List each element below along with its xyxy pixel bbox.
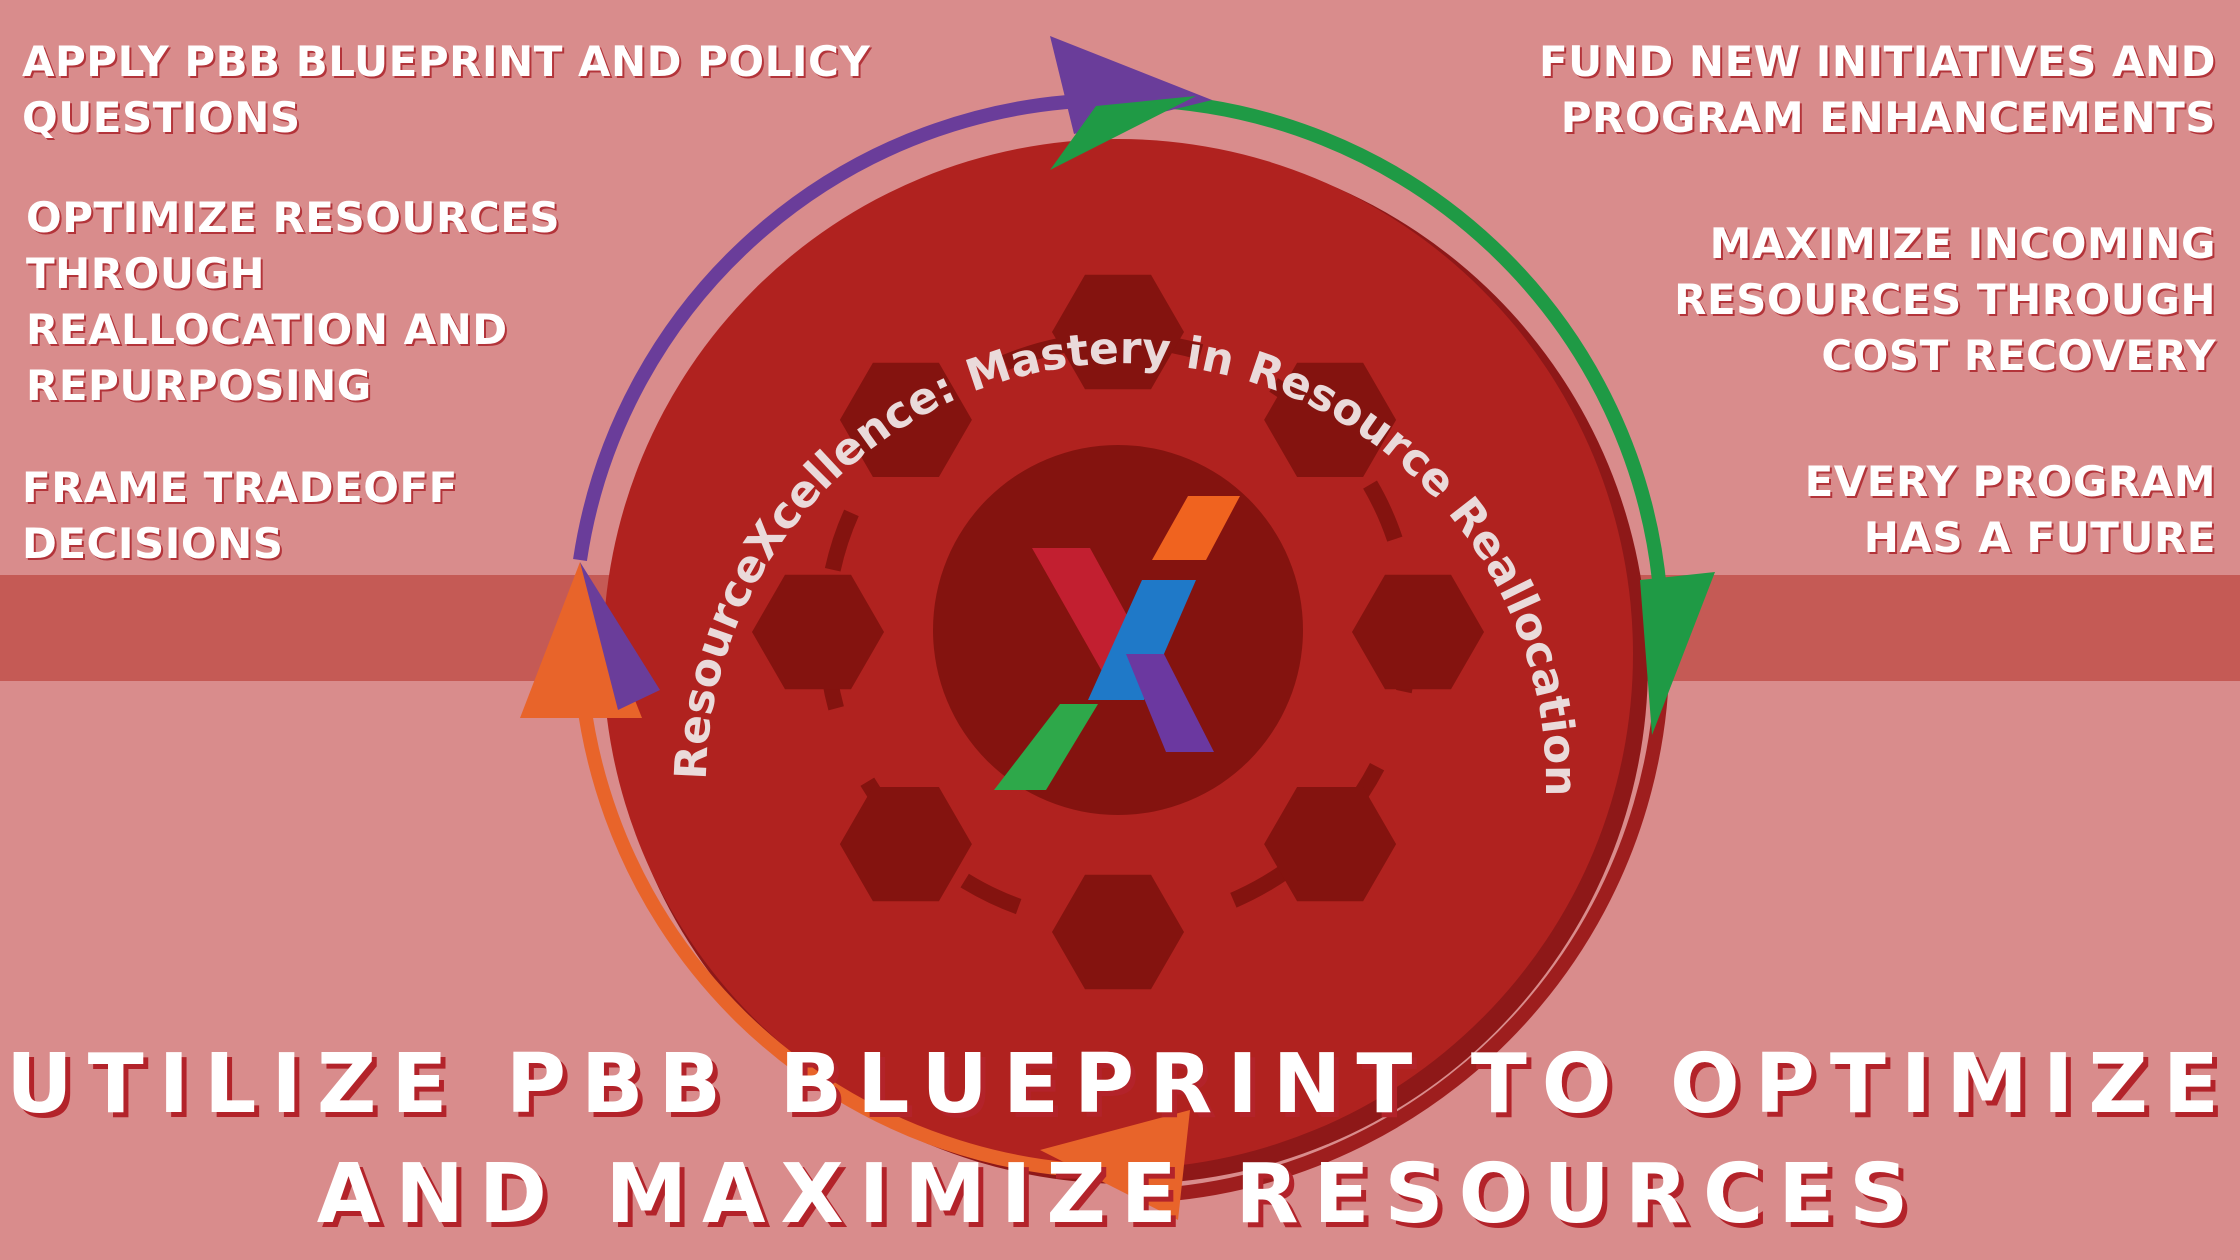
hexagon-icon <box>1052 274 1184 390</box>
purple-arrowhead <box>1050 36 1212 134</box>
note-optimize-resources: OPTIMIZE RESOURCES THROUGH REALLOCATION … <box>26 193 561 410</box>
orange-arrowhead-bottom <box>1040 1110 1190 1220</box>
note-frame-tradeoff: FRAME TRADEOFF DECISIONS <box>22 463 458 568</box>
hexagon-icon <box>839 787 972 902</box>
note-every-program: EVERY PROGRAM HAS A FUTURE <box>1804 457 2216 562</box>
note-fund-new-initiatives: FUND NEW INITIATIVES AND PROGRAM ENHANCE… <box>1538 37 2216 142</box>
note-maximize-incoming: MAXIMIZE INCOMING RESOURCES THROUGH COST… <box>1674 219 2216 380</box>
green-arrowhead-right <box>1640 572 1715 735</box>
note-apply-pbb-blueprint: APPLY PBB BLUEPRINT AND POLICY QUESTIONS <box>22 37 871 142</box>
x-logo-icon <box>994 496 1240 790</box>
hexagon-icon <box>1052 874 1184 990</box>
green-arrowhead-top <box>1050 96 1196 170</box>
orange-arc <box>572 599 1161 1179</box>
hexagon-icon <box>1264 787 1397 902</box>
hexagon-icon <box>1352 574 1484 690</box>
hexagon-icon <box>752 574 884 690</box>
headline: UTILIZE PBB BLUEPRINT TO OPTIMIZE AND MA… <box>6 1037 2234 1242</box>
hexagon-icon <box>1264 362 1397 477</box>
red-arc <box>1159 599 1670 1202</box>
hexagon-icon <box>839 362 972 477</box>
green-arc <box>1139 93 1667 591</box>
purple-arc <box>573 92 1121 562</box>
purple-arrowhead-left <box>580 562 660 710</box>
hexagon-nodes <box>752 274 1484 990</box>
